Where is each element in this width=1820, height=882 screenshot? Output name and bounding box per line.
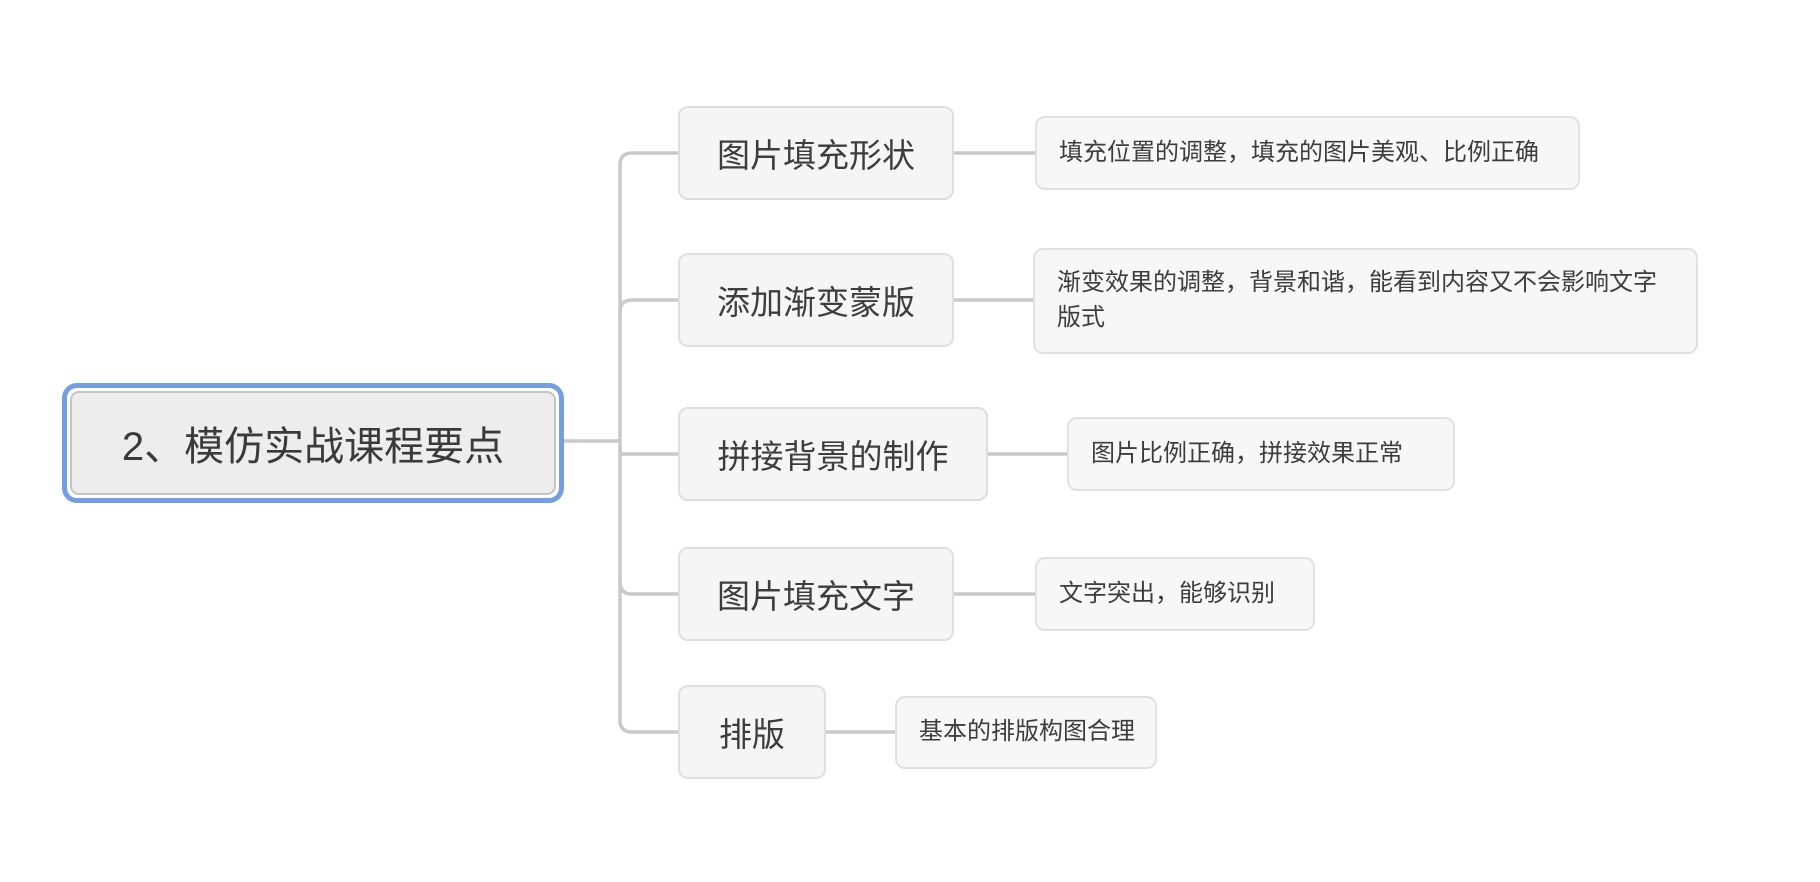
branch-topic-3-label: 拼接背景的制作	[717, 438, 949, 475]
branch-topic-5[interactable]: 排版	[678, 685, 826, 779]
branch-topic-3[interactable]: 拼接背景的制作	[678, 407, 988, 501]
connector-trunk-with-top-bottom-elbows	[618, 151, 680, 734]
detail-topic-5-label: 基本的排版构图合理	[919, 718, 1135, 746]
branch-topic-4[interactable]: 图片填充文字	[678, 547, 954, 641]
root-topic-box: 2、模仿实战课程要点	[70, 391, 556, 495]
connector-trunk-to-branch-4	[618, 580, 680, 596]
branch-topic-5-label: 排版	[719, 716, 785, 753]
detail-topic-1-label: 填充位置的调整，填充的图片美观、比例正确	[1059, 138, 1539, 166]
detail-topic-4-label: 文字突出，能够识别	[1059, 579, 1275, 607]
detail-topic-1[interactable]: 填充位置的调整，填充的图片美观、比例正确	[1035, 116, 1580, 190]
detail-topic-3-label: 图片比例正确，拼接效果正常	[1091, 439, 1403, 467]
branch-topic-1[interactable]: 图片填充形状	[678, 106, 954, 200]
detail-topic-2[interactable]: 渐变效果的调整，背景和谐，能看到内容又不会影响文字版式	[1033, 248, 1698, 354]
connector-trunk-to-branch-2	[618, 298, 680, 314]
branch-topic-4-label: 图片填充文字	[717, 578, 915, 615]
branch-topic-1-label: 图片填充形状	[717, 137, 915, 174]
branch-topic-2[interactable]: 添加渐变蒙版	[678, 253, 954, 347]
detail-topic-4[interactable]: 文字突出，能够识别	[1035, 557, 1315, 631]
root-topic-label: 2、模仿实战课程要点	[121, 425, 505, 469]
detail-topic-2-label: 渐变效果的调整，背景和谐，能看到内容又不会影响文字版式	[1057, 269, 1657, 331]
detail-topic-3[interactable]: 图片比例正确，拼接效果正常	[1067, 417, 1455, 491]
root-topic-selected[interactable]: 2、模仿实战课程要点	[62, 383, 564, 503]
detail-topic-5[interactable]: 基本的排版构图合理	[895, 696, 1157, 769]
branch-topic-2-label: 添加渐变蒙版	[717, 284, 915, 321]
